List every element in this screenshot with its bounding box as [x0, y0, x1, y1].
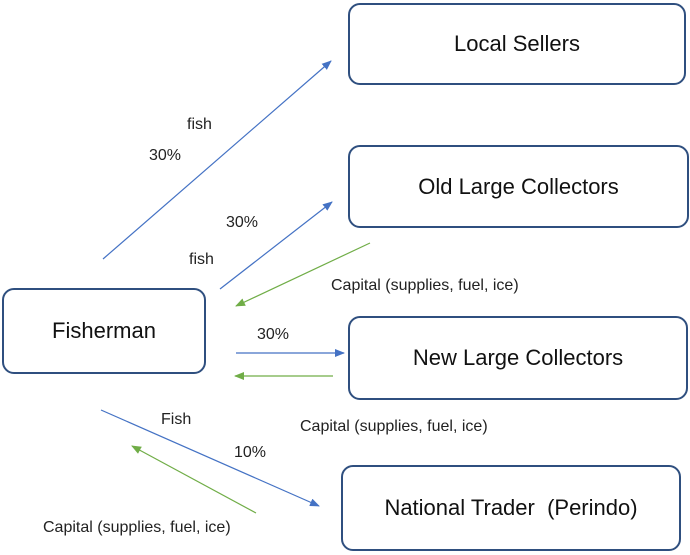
arrow-national-trader-capital-to-fisherman	[131, 445, 257, 514]
node-local-sellers-label: Local Sellers	[454, 31, 580, 56]
label-national-capital: Capital (supplies, fuel, ice)	[43, 519, 231, 536]
node-old-large-collectors: Old Large Collectors	[348, 145, 689, 228]
node-new-large-collectors: New Large Collectors	[348, 316, 688, 400]
label-old-percent: 30%	[226, 214, 259, 231]
label-new-percent: 30%	[257, 326, 290, 343]
label-new-capital: Capital (supplies, fuel, ice)	[300, 418, 488, 435]
label-national-fish: Fish	[161, 411, 192, 428]
label-local-fish: fish	[187, 116, 212, 133]
node-local-sellers: Local Sellers	[348, 3, 686, 85]
arrow-fisherman-to-old-collectors	[219, 201, 333, 290]
arrow-old-collectors-capital-to-fisherman	[235, 242, 371, 307]
label-local-percent: 30%	[149, 147, 182, 164]
arrow-fisherman-to-national-trader	[100, 409, 320, 507]
node-fisherman-label: Fisherman	[52, 318, 156, 343]
node-new-large-collectors-label: New Large Collectors	[412, 345, 624, 370]
label-old-capital: Capital (supplies, fuel, ice)	[331, 277, 519, 294]
node-national-trader: National Trader (Perindo)	[341, 465, 681, 551]
node-old-large-collectors-label: Old Large Collectors	[418, 173, 619, 199]
label-old-fish: fish	[189, 251, 214, 268]
node-national-trader-label: National Trader (Perindo)	[384, 495, 638, 520]
label-national-percent: 10%	[234, 444, 267, 461]
arrow-fisherman-to-local-sellers	[102, 60, 332, 260]
node-fisherman: Fisherman	[2, 288, 206, 374]
